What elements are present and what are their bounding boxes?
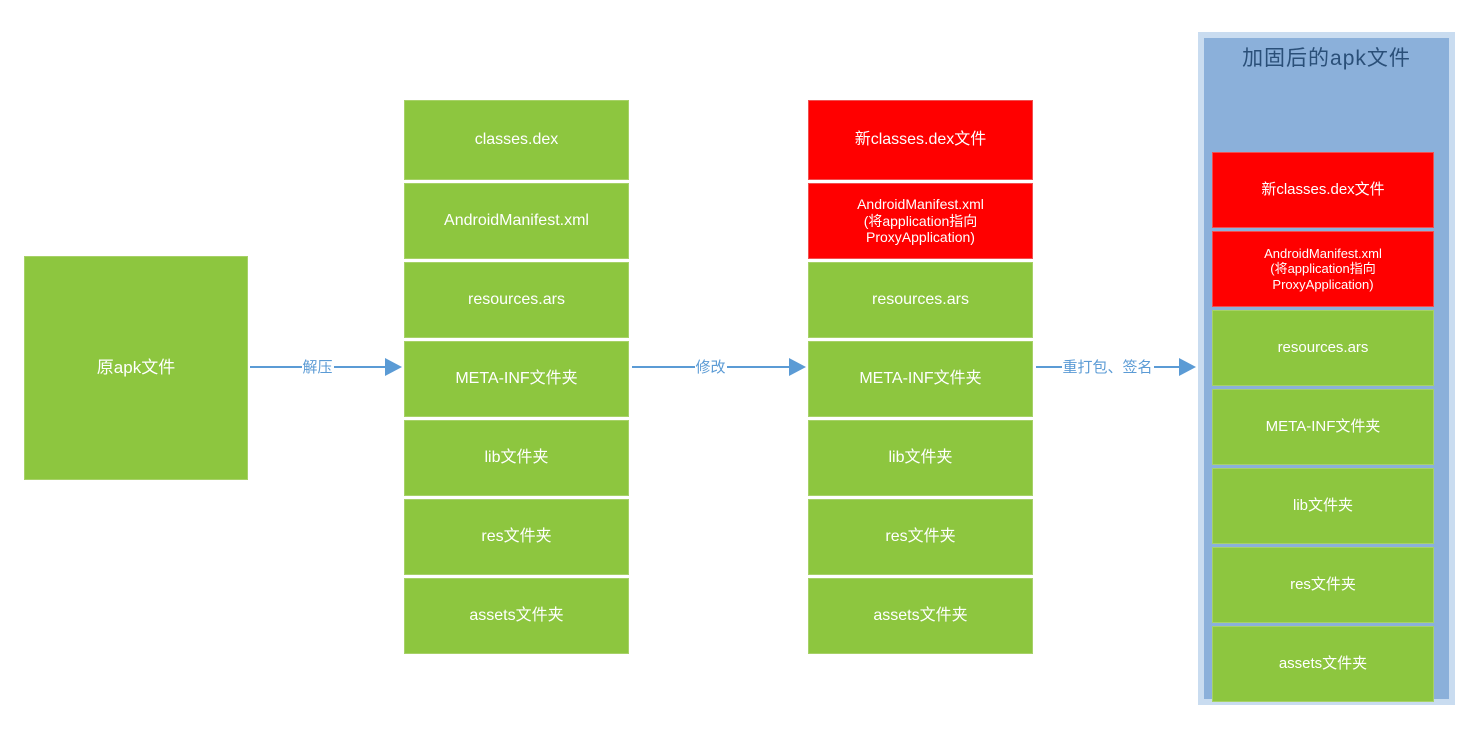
list-item: resources.ars [808,262,1033,338]
arrow-extract-label: 解压 [302,358,333,376]
list-item: lib文件夹 [1212,468,1434,544]
list-item: 新classes.dex文件 [1212,152,1434,228]
extracted-contents-stack: classes.dex AndroidManifest.xml resource… [404,100,629,657]
arrow-head-icon [1179,358,1197,376]
arrow-head-icon [789,358,807,376]
list-item: AndroidManifest.xml (将application指向 Prox… [1212,231,1434,307]
list-item: lib文件夹 [808,420,1033,496]
arrow-modify-label: 修改 [695,358,726,376]
hardened-apk-title: 加固后的apk文件 [1242,47,1411,70]
list-item: AndroidManifest.xml [404,183,629,259]
list-item: META-INF文件夹 [404,341,629,417]
list-item: 新classes.dex文件 [808,100,1033,180]
arrow-line-right [1153,366,1180,368]
list-item: res文件夹 [404,499,629,575]
list-item: resources.ars [1212,310,1434,386]
list-item: res文件夹 [808,499,1033,575]
list-item: assets文件夹 [1212,626,1434,702]
list-item: assets文件夹 [404,578,629,654]
arrow-repack-label: 重打包、签名 [1062,358,1153,376]
arrow-head-icon [385,358,403,376]
list-item: META-INF文件夹 [808,341,1033,417]
arrow-extract: 解压 [250,356,403,378]
hardened-contents-stack: 新classes.dex文件 AndroidManifest.xml (将app… [1212,152,1434,705]
list-item: META-INF文件夹 [1212,389,1434,465]
original-apk-box: 原apk文件 [24,256,248,480]
arrow-repack: 重打包、签名 [1036,356,1197,378]
modified-contents-stack: 新classes.dex文件 AndroidManifest.xml (将app… [808,100,1033,657]
list-item: AndroidManifest.xml (将application指向 Prox… [808,183,1033,259]
list-item: res文件夹 [1212,547,1434,623]
arrow-line-right [726,366,790,368]
list-item: assets文件夹 [808,578,1033,654]
arrow-line-left [1036,366,1062,368]
list-item: lib文件夹 [404,420,629,496]
arrow-modify: 修改 [632,356,807,378]
arrow-line-left [250,366,302,368]
list-item: resources.ars [404,262,629,338]
list-item: classes.dex [404,100,629,180]
arrow-line-right [333,366,386,368]
arrow-line-left [632,366,695,368]
